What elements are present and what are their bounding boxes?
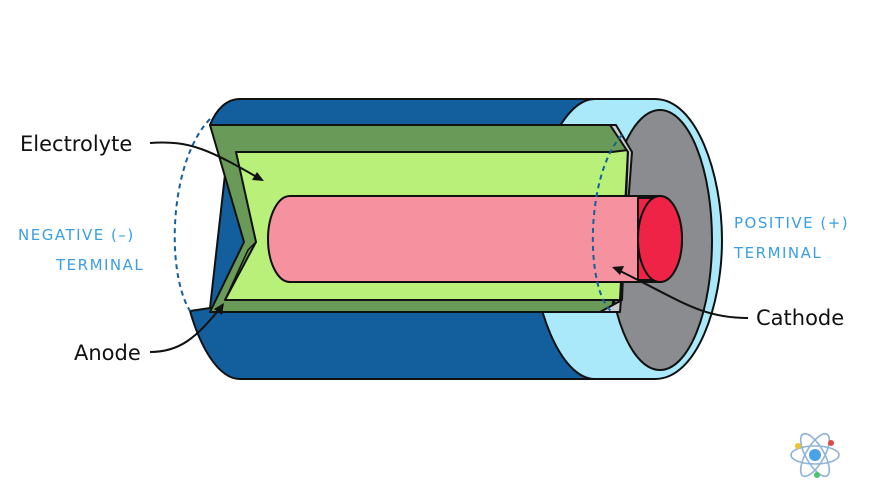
pointer-cathode: [612, 266, 749, 319]
pointer-electrolyte: [149, 141, 264, 181]
label-positive-line1: POSITIVE (+): [734, 214, 849, 232]
atom-icon: [790, 432, 840, 478]
label-anode: Anode: [74, 341, 141, 365]
label-negative-line2: TERMINAL: [55, 256, 144, 274]
label-negative-line1: NEGATIVE (–): [18, 226, 135, 244]
pointer-anode: [149, 303, 224, 353]
dashed-hidden-edges: [173, 118, 623, 313]
label-electrolyte: Electrolyte: [20, 132, 132, 156]
cathode-rod: [267, 195, 661, 283]
label-positive-line2: TERMINAL: [733, 244, 822, 262]
cathode-tip: [637, 195, 683, 283]
label-cathode: Cathode: [756, 306, 844, 330]
